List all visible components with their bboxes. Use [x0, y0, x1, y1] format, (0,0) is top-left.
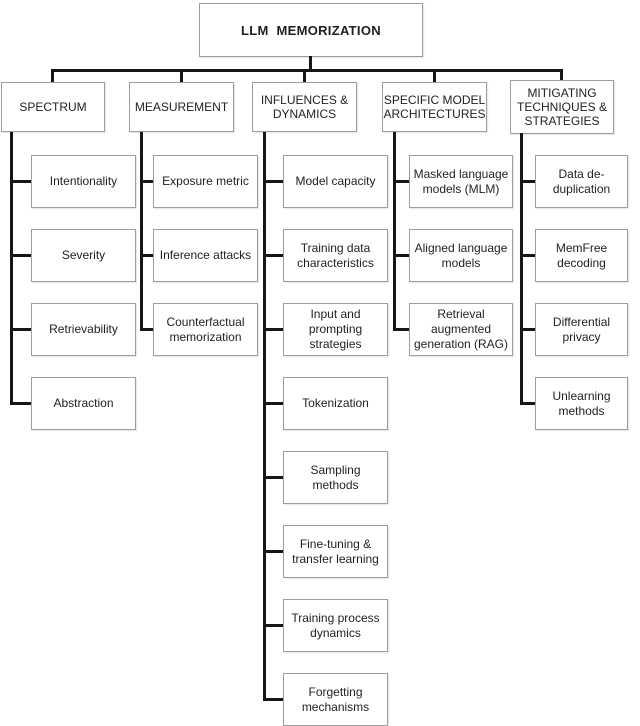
- connector-stub-mitigating: [560, 69, 563, 82]
- connector: [520, 402, 535, 405]
- connector: [10, 254, 31, 257]
- node-fine-tuning-transfer-learning: Fine-tuning & transfer learning: [283, 525, 388, 578]
- node-intentionality: Intentionality: [31, 155, 136, 208]
- connector-bus: [51, 69, 563, 72]
- connector: [10, 328, 31, 331]
- node-model-capacity: Model capacity: [283, 155, 388, 208]
- node-training-process-dynamics: Training process dynamics: [283, 599, 388, 652]
- connector-spine-spectrum: [10, 132, 13, 405]
- connector: [520, 254, 535, 257]
- connector-stub-influences: [303, 69, 306, 82]
- connector: [10, 402, 31, 405]
- connector: [263, 328, 283, 331]
- node-abstraction: Abstraction: [31, 377, 136, 430]
- connector-stub-architectures: [433, 69, 436, 82]
- node-llm-memorization: LLM MEMORIZATION: [199, 3, 423, 57]
- connector: [263, 180, 283, 183]
- connector-root-drop: [309, 56, 312, 70]
- node-retrieval-augmented-generation: Retrieval augmented generation (RAG): [409, 303, 513, 356]
- node-measurement: MEASUREMENT: [129, 82, 234, 132]
- connector: [10, 180, 31, 183]
- connector: [393, 180, 409, 183]
- node-spectrum: SPECTRUM: [1, 82, 105, 132]
- connector-spine-influences: [263, 132, 266, 701]
- node-training-data-characteristics: Training data characteristics: [283, 229, 388, 282]
- node-unlearning-methods: Unlearning methods: [535, 377, 628, 430]
- node-retrievability: Retrievability: [31, 303, 136, 356]
- node-aligned-language-models: Aligned language models: [409, 229, 513, 282]
- connector-spine-architectures: [393, 132, 396, 331]
- node-differential-privacy: Differential privacy: [535, 303, 628, 356]
- connector: [263, 698, 283, 701]
- node-data-deduplication: Data de-duplication: [535, 155, 628, 208]
- connector: [263, 550, 283, 553]
- connector: [263, 624, 283, 627]
- connector-stub-spectrum: [51, 69, 54, 82]
- node-specific-model-architectures: SPECIFIC MODEL ARCHITECTURES: [382, 82, 487, 132]
- node-masked-language-models: Masked language models (MLM): [409, 155, 513, 208]
- connector: [520, 328, 535, 331]
- connector: [263, 402, 283, 405]
- connector-spine-measurement: [140, 132, 143, 331]
- node-exposure-metric: Exposure metric: [153, 155, 258, 208]
- connector-spine-mitigating: [520, 133, 523, 405]
- connector: [140, 254, 153, 257]
- node-input-prompting-strategies: Input and prompting strategies: [283, 303, 388, 356]
- node-memfree-decoding: MemFree decoding: [535, 229, 628, 282]
- connector: [263, 476, 283, 479]
- node-counterfactual-memorization: Counterfactual memorization: [153, 303, 258, 356]
- connector: [263, 254, 283, 257]
- connector: [140, 180, 153, 183]
- connector: [520, 180, 535, 183]
- node-influences-dynamics: INFLUENCES & DYNAMICS: [252, 82, 357, 132]
- connector: [393, 254, 409, 257]
- node-severity: Severity: [31, 229, 136, 282]
- node-sampling-methods: Sampling methods: [283, 451, 388, 504]
- connector: [393, 328, 409, 331]
- node-tokenization: Tokenization: [283, 377, 388, 430]
- connector: [140, 328, 153, 331]
- node-forgetting-mechanisms: Forgetting mechanisms: [283, 673, 388, 726]
- connector-stub-measurement: [180, 69, 183, 82]
- node-inference-attacks: Inference attacks: [153, 229, 258, 282]
- node-mitigating-techniques-strategies: MITIGATING TECHNIQUES & STRATEGIES: [510, 80, 614, 134]
